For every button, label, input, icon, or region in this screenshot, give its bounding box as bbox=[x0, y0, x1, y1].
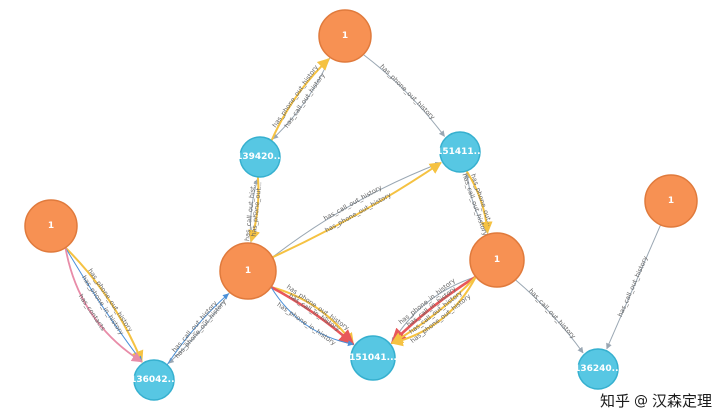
edge-8 bbox=[465, 170, 493, 234]
node-circle[interactable] bbox=[318, 9, 372, 63]
edge-label-12: has_phone_out_history bbox=[173, 298, 228, 360]
node-13624[interactable]: 136240... bbox=[574, 348, 622, 390]
watermark-author: 汉森定理 bbox=[651, 392, 712, 410]
node-center[interactable]: 1 bbox=[219, 242, 277, 300]
edge-21 bbox=[515, 279, 584, 354]
edge-12 bbox=[167, 291, 231, 364]
node-label: 136042... bbox=[130, 375, 178, 385]
edge-label-14: has_phone_out_history bbox=[285, 283, 351, 332]
node-label: 1 bbox=[494, 255, 500, 265]
node-circle[interactable] bbox=[133, 359, 175, 401]
node-label: 136240... bbox=[574, 364, 622, 374]
edge-label-22: has_call_out_history bbox=[616, 255, 649, 318]
node-label: 1 bbox=[668, 196, 674, 206]
node-circle[interactable] bbox=[469, 232, 525, 288]
edges-layer bbox=[64, 54, 662, 366]
edge-4 bbox=[248, 176, 260, 243]
nodes-layer: 1 1 1 1 1 139420... 151411... 136042... 151041..… bbox=[24, 9, 698, 401]
edge-1 bbox=[270, 58, 330, 142]
node-top[interactable]: 1 bbox=[318, 9, 372, 63]
node-left[interactable]: 1 bbox=[24, 199, 78, 253]
node-circle[interactable] bbox=[24, 199, 78, 253]
node-label: 1 bbox=[48, 221, 54, 231]
node-circle[interactable] bbox=[439, 131, 481, 173]
node-farright[interactable]: 1 bbox=[644, 174, 698, 228]
edge-label-2: has_phone_out_history bbox=[378, 63, 436, 122]
node-139[interactable]: 139420... bbox=[236, 136, 284, 178]
node-circle[interactable] bbox=[239, 136, 281, 178]
node-label: 151411... bbox=[436, 147, 484, 157]
node-label: 1 bbox=[245, 266, 251, 276]
edge-2 bbox=[363, 54, 445, 137]
edge-15 bbox=[270, 285, 355, 346]
edge-5 bbox=[272, 161, 442, 258]
node-label: 139420... bbox=[236, 152, 284, 162]
edge-label-21: has_call_out_history bbox=[527, 287, 577, 341]
node-circle[interactable] bbox=[219, 242, 277, 300]
node-label: 151041... bbox=[349, 353, 397, 363]
edge-11 bbox=[64, 247, 143, 363]
edge-labels-layer: has_call_out_historyhas_phone_out_histor… bbox=[77, 63, 650, 360]
node-circle[interactable] bbox=[350, 335, 396, 381]
node-label: 1 bbox=[342, 31, 348, 41]
edge-9 bbox=[64, 246, 144, 363]
node-rightmid[interactable]: 1 bbox=[469, 232, 525, 288]
edge-16 bbox=[270, 286, 354, 347]
node-136042[interactable]: 136042... bbox=[130, 359, 178, 401]
watermark-at: @ bbox=[633, 392, 648, 409]
edge-10 bbox=[65, 247, 143, 363]
node-15104[interactable]: 151041... bbox=[349, 335, 397, 381]
edge-20 bbox=[390, 276, 477, 347]
edge-label-13: has_call_out_history bbox=[170, 299, 219, 354]
edge-13 bbox=[166, 293, 229, 366]
watermark: 知乎 @ 汉森定理 bbox=[600, 390, 712, 411]
edge-22 bbox=[606, 224, 662, 350]
edge-6 bbox=[272, 161, 442, 259]
watermark-brand: 知乎 bbox=[599, 392, 630, 410]
node-1514[interactable]: 151411... bbox=[436, 131, 484, 173]
node-circle[interactable] bbox=[577, 348, 619, 390]
node-circle[interactable] bbox=[644, 174, 698, 228]
